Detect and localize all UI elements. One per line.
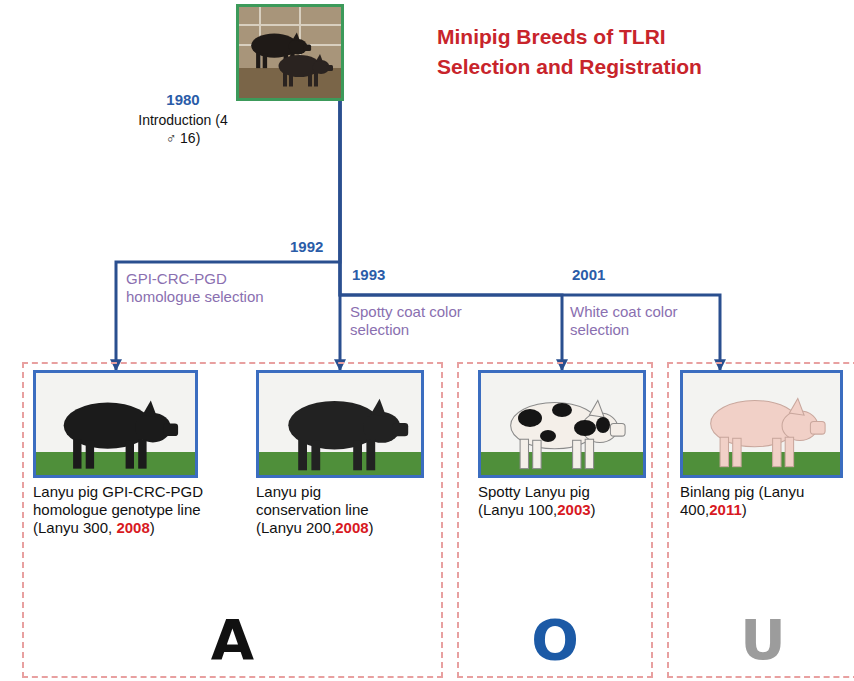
- caption-part: ): [591, 501, 596, 518]
- pig-photo: [680, 370, 843, 478]
- breed-group-box: Lanyu pig GPI-CRC-PGD homologue genotype…: [22, 362, 443, 678]
- breed-caption: Lanyu pig GPI-CRC-PGD homologue genotype…: [33, 483, 205, 537]
- caption-part: ): [742, 501, 747, 518]
- group-letter: O: [459, 608, 651, 672]
- selection-arrow: [340, 101, 562, 370]
- breed-photo-box: Lanyu pig GPI-CRC-PGD homologue genotype…: [33, 370, 198, 478]
- selection-arrow: [340, 101, 720, 370]
- selection-label: Spotty coat color selection: [350, 303, 510, 339]
- breed-group-box: Binlang pig (Lanyu 400,2011) U: [667, 362, 854, 678]
- year-label: 1993: [352, 266, 385, 284]
- caption-part: ): [369, 519, 374, 536]
- year-label: 1980: [137, 91, 229, 109]
- selection-label: White coat color selection: [570, 303, 710, 339]
- breed-caption: Spotty Lanyu pig (Lanyu 100,2003): [478, 483, 628, 519]
- group-letter: U: [669, 608, 854, 672]
- pig-photo: [478, 370, 646, 478]
- selection-arrow: [116, 101, 340, 370]
- year-highlight: 2003: [557, 501, 590, 518]
- year-highlight: 2011: [709, 501, 742, 518]
- intro-photo: [236, 4, 344, 101]
- year-label: 2001: [572, 266, 605, 284]
- year-highlight: 2008: [335, 519, 368, 536]
- year-highlight: 2008: [116, 519, 149, 536]
- breed-caption: Binlang pig (Lanyu 400,2011): [680, 483, 830, 519]
- breed-group-box: Spotty Lanyu pig (Lanyu 100,2003) O: [457, 362, 653, 678]
- caption-part: ): [150, 519, 155, 536]
- breed-photo-box: Lanyu pig conservation line (Lanyu 200,2…: [256, 370, 424, 478]
- selection-label: GPI-CRC-PGD homologue selection: [126, 270, 286, 306]
- breed-photo-box: Spotty Lanyu pig (Lanyu 100,2003): [478, 370, 646, 478]
- breed-photo-box: Binlang pig (Lanyu 400,2011): [680, 370, 843, 478]
- year-label: 1992: [290, 238, 323, 256]
- pig-photo: [33, 370, 198, 478]
- founder-photo-box: 1980Introduction (4 ♂ 16): [236, 4, 344, 101]
- pig-photo: [256, 370, 424, 478]
- group-letter: A: [24, 608, 441, 672]
- breed-caption: Lanyu pig conservation line (Lanyu 200,2…: [256, 483, 406, 537]
- diagram-title: Minipig Breeds of TLRI Selection and Reg…: [437, 22, 737, 82]
- intro-label: Introduction (4 ♂ 16): [137, 111, 229, 147]
